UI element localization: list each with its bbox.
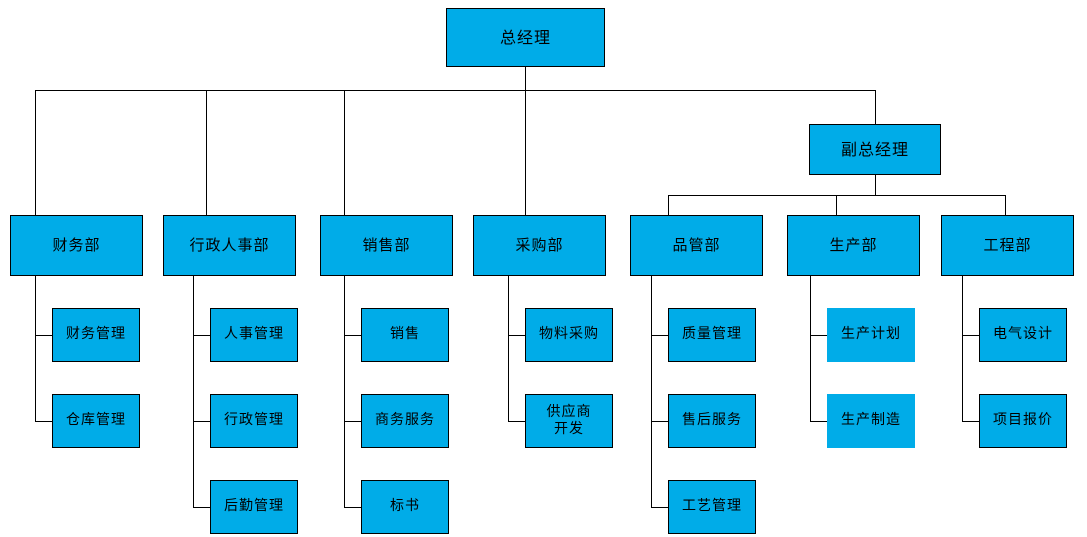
node-general-manager[interactable]: 总经理 [446,8,605,67]
connector-deputy-gm-stem [875,175,876,196]
connector-spine-sales [344,276,345,508]
node-unit-quality-management[interactable]: 质量管理 [668,308,756,362]
node-unit-personnel-management-label: 人事管理 [224,326,284,343]
node-department-quality-label: 品管部 [672,236,721,255]
connector-drop-engineering [1005,195,1006,215]
connector-drop-sales [344,90,345,215]
node-general-manager-label: 总经理 [499,27,551,47]
node-unit-after-sales-service-label: 售后服务 [682,412,742,429]
node-unit-sales-label: 销售 [390,326,420,343]
node-unit-production-manufacturing-label: 生产制造 [841,412,901,429]
connector-drop-admin-hr [206,90,207,215]
connector-spine-quality [651,276,652,508]
node-unit-business-service-label: 商务服务 [375,412,435,429]
node-unit-business-service[interactable]: 商务服务 [361,394,449,448]
node-unit-logistics-management-label: 后勤管理 [224,498,284,515]
node-unit-finance-management-label: 财务管理 [66,326,126,343]
node-department-sales-label: 销售部 [362,236,411,255]
connector-stub-finance-2 [35,421,52,422]
node-unit-tender-label: 标书 [390,498,420,515]
node-department-admin-hr[interactable]: 行政人事部 [163,215,296,276]
node-unit-process-management-label: 工艺管理 [682,498,742,515]
connector-stub-purchasing-2 [508,421,525,422]
node-department-sales[interactable]: 销售部 [320,215,453,276]
connector-drop-purchasing [525,90,526,215]
node-unit-personnel-management[interactable]: 人事管理 [210,308,298,362]
node-department-quality[interactable]: 品管部 [630,215,763,276]
node-unit-sales[interactable]: 销售 [361,308,449,362]
connector-spine-admin-hr [193,276,194,508]
node-unit-project-quotation-label: 项目报价 [993,412,1053,429]
node-unit-material-purchasing[interactable]: 物料采购 [525,308,613,362]
connector-drop-deputy-gm [875,90,876,124]
node-unit-warehouse-management-label: 仓库管理 [66,412,126,429]
connector-stub-hr-2 [193,421,210,422]
connector-stub-sales-3 [344,507,361,508]
node-department-production[interactable]: 生产部 [787,215,920,276]
node-department-admin-hr-label: 行政人事部 [189,236,270,255]
node-unit-administrative-management[interactable]: 行政管理 [210,394,298,448]
node-department-finance[interactable]: 财务部 [10,215,143,276]
connector-spine-purchasing [508,276,509,422]
connector-stub-quality-2 [651,421,668,422]
connector-stub-quality-1 [651,335,668,336]
connector-stub-production-1 [810,335,827,336]
connector-spine-finance [35,276,36,422]
connector-stub-hr-1 [193,335,210,336]
connector-stub-quality-3 [651,507,668,508]
node-unit-after-sales-service[interactable]: 售后服务 [668,394,756,448]
node-unit-production-planning[interactable]: 生产计划 [827,308,915,362]
connector-stub-sales-1 [344,335,361,336]
node-unit-electrical-design[interactable]: 电气设计 [979,308,1067,362]
node-department-purchasing[interactable]: 采购部 [473,215,606,276]
connector-drop-quality [668,195,669,215]
node-unit-warehouse-management[interactable]: 仓库管理 [52,394,140,448]
node-unit-supplier-development[interactable]: 供应商 开发 [525,394,613,448]
node-unit-project-quotation[interactable]: 项目报价 [979,394,1067,448]
connector-drop-production [836,195,837,215]
connector-gm-bus [35,90,876,91]
node-deputy-general-manager[interactable]: 副总经理 [809,124,941,175]
connector-spine-engineering [962,276,963,422]
node-department-engineering-label: 工程部 [983,236,1032,255]
node-unit-electrical-design-label: 电气设计 [993,326,1053,343]
node-unit-production-manufacturing[interactable]: 生产制造 [827,394,915,448]
node-unit-production-planning-label: 生产计划 [841,326,901,343]
node-unit-material-purchasing-label: 物料采购 [539,326,599,343]
node-unit-supplier-development-label: 供应商 开发 [546,403,592,438]
connector-stub-purchasing-1 [508,335,525,336]
connector-gm-stem [525,67,526,91]
node-unit-tender[interactable]: 标书 [361,480,449,534]
node-unit-administrative-management-label: 行政管理 [224,412,284,429]
connector-spine-production [810,276,811,422]
node-unit-finance-management[interactable]: 财务管理 [52,308,140,362]
node-deputy-general-manager-label: 副总经理 [840,139,909,159]
node-unit-process-management[interactable]: 工艺管理 [668,480,756,534]
connector-stub-hr-3 [193,507,210,508]
node-department-purchasing-label: 采购部 [515,236,564,255]
node-department-engineering[interactable]: 工程部 [941,215,1074,276]
node-department-finance-label: 财务部 [52,236,101,255]
connector-drop-finance [35,90,36,215]
connector-stub-sales-2 [344,421,361,422]
connector-stub-finance-1 [35,335,52,336]
node-department-production-label: 生产部 [829,236,878,255]
connector-stub-engineering-2 [962,421,979,422]
node-unit-quality-management-label: 质量管理 [682,326,742,343]
connector-stub-production-2 [810,421,827,422]
connector-stub-engineering-1 [962,335,979,336]
node-unit-logistics-management[interactable]: 后勤管理 [210,480,298,534]
